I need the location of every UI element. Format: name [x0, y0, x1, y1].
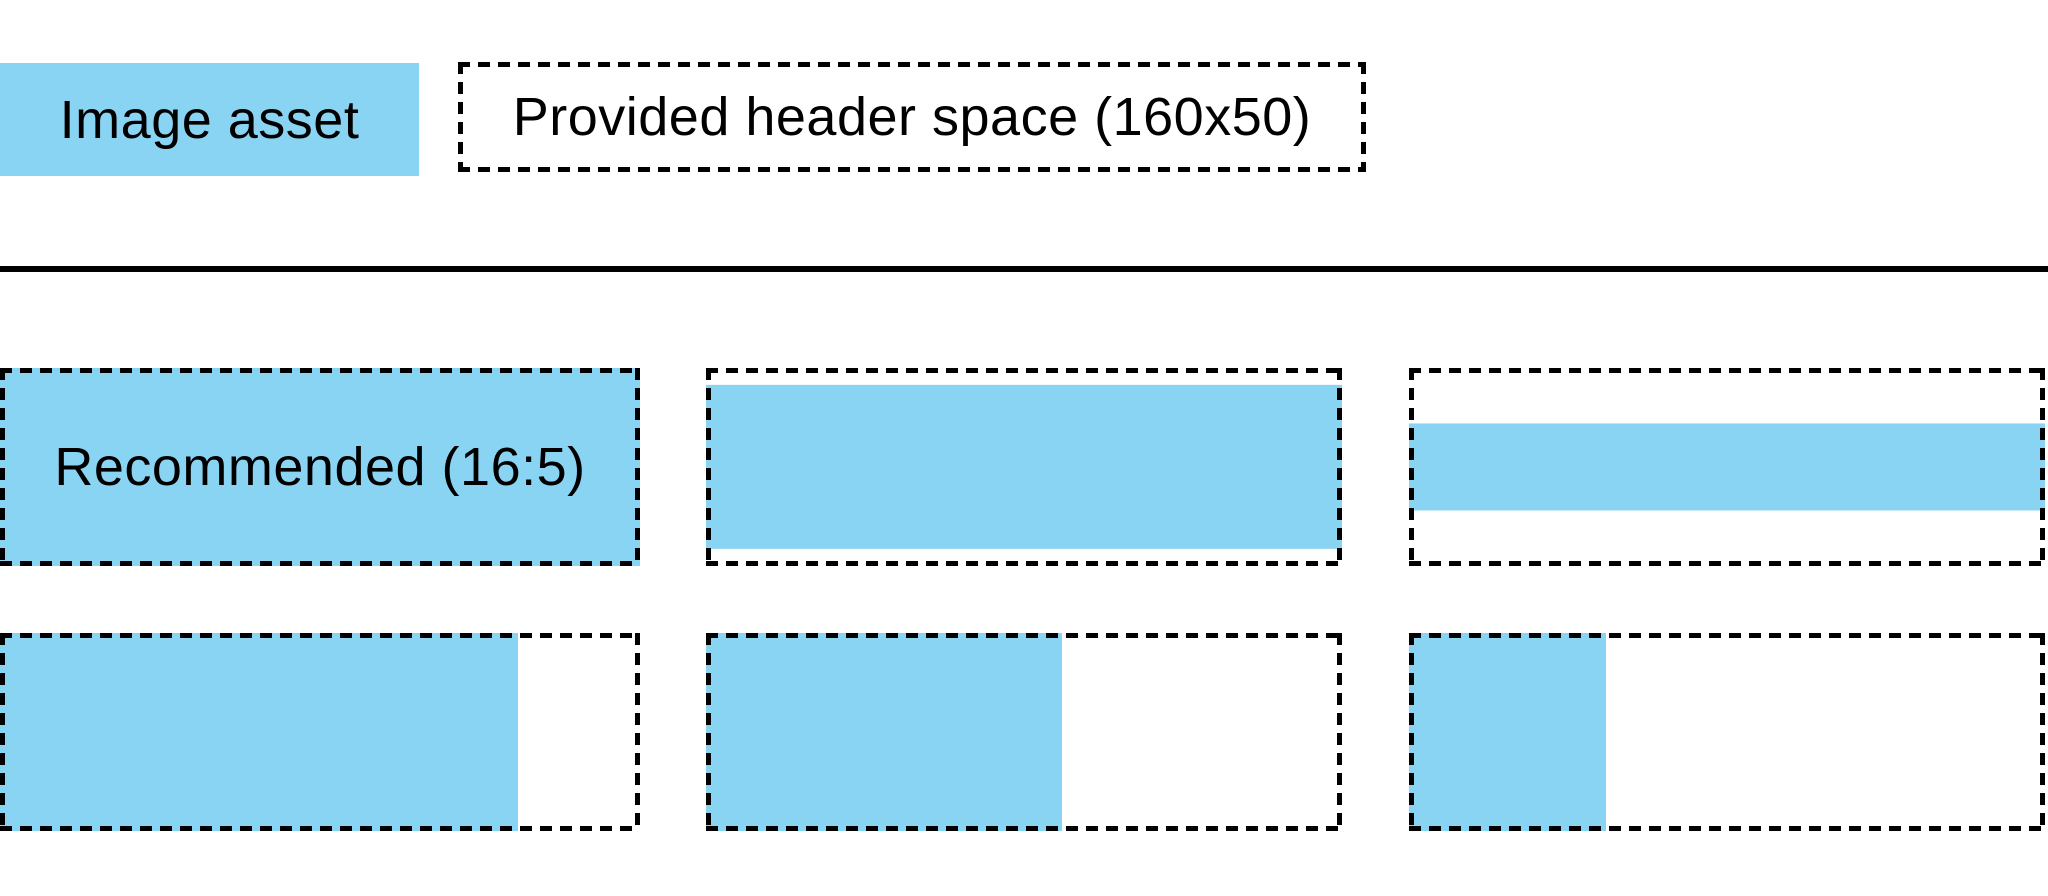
example-box-shorter-banner	[706, 368, 1342, 566]
image-asset-fill-band-tall	[706, 384, 1342, 550]
image-asset-fill-full	[0, 368, 640, 566]
section-divider	[0, 266, 2048, 272]
example-box-narrow-left	[1409, 633, 2045, 831]
legend-header-space-box: Provided header space (160x50)	[458, 62, 1366, 172]
example-box-wide-left	[0, 633, 640, 831]
image-asset-fill-narrow	[1409, 633, 1607, 831]
example-box-medium-left	[706, 633, 1342, 831]
image-asset-fill-medium	[706, 633, 1063, 831]
legend-image-asset-label: Image asset	[59, 89, 360, 150]
example-box-recommended: Recommended (16:5)	[0, 368, 640, 566]
example-box-thin-strip	[1409, 368, 2045, 566]
image-asset-fill-band-thin	[1409, 423, 2045, 511]
recommended-label: Recommended (16:5)	[54, 437, 586, 497]
legend-image-asset-swatch: Image asset	[0, 63, 419, 176]
image-asset-fill-wide	[0, 633, 519, 831]
legend-header-space-label: Provided header space (160x50)	[512, 87, 1312, 147]
